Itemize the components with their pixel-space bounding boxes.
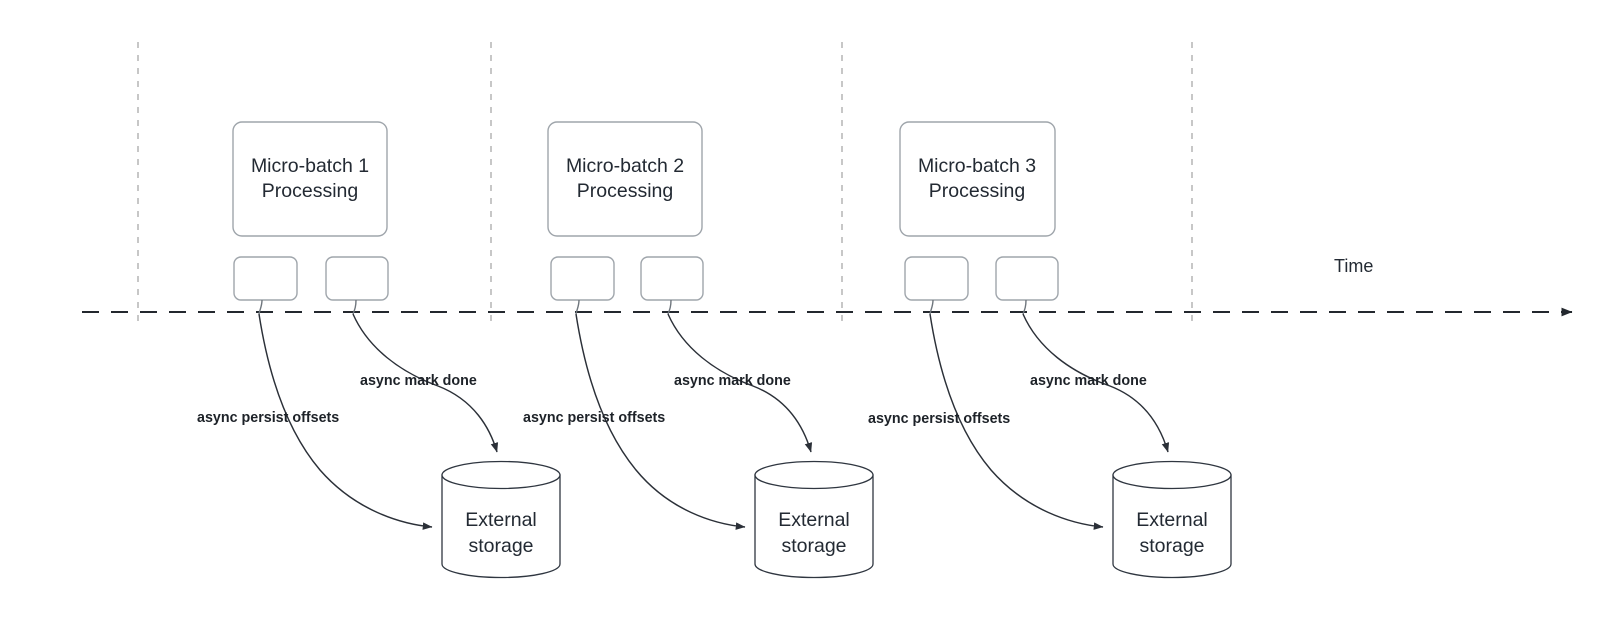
storage-3-label-line1: External [1136,509,1208,531]
storage-2-label-line2: storage [781,535,846,557]
stub-2-persist [575,299,580,315]
micro-batch-group-2: Micro-batch 2 Processing async persist o… [523,121,874,579]
task-box-2-mark[interactable] [640,256,704,301]
arrow-1-mark-done [352,313,499,453]
stub-3-persist [929,299,934,315]
arrow-2-persist-offsets [575,313,746,530]
external-storage-cylinder-3[interactable]: External storage [1112,460,1232,579]
process-box-3-label-line2: Processing [929,180,1025,202]
stub-1-mark [352,299,357,315]
micro-batch-group-3: Micro-batch 3 Processing async persist o… [868,121,1232,579]
edge-label-3-persist-offsets: async persist offsets [868,411,1010,427]
external-storage-cylinder-2[interactable]: External storage [754,460,874,579]
time-axis-label: Time [1334,256,1373,276]
task-box-1-persist[interactable] [233,256,298,301]
edge-label-2-mark-done: async mark done [674,373,791,389]
process-box-1-label-line2: Processing [262,180,358,202]
task-box-1-mark[interactable] [325,256,389,301]
process-box-1[interactable] [232,121,388,237]
storage-3-label-line2: storage [1139,535,1204,557]
edge-label-2-persist-offsets: async persist offsets [523,410,665,426]
process-box-2[interactable] [547,121,703,237]
arrow-2-mark-done [667,313,813,453]
stub-2-mark [667,299,672,315]
edge-label-1-mark-done: async mark done [360,373,477,389]
process-box-1-label-line1: Micro-batch 1 [251,155,369,177]
arrow-1-persist-offsets [258,313,433,530]
external-storage-cylinder-1[interactable]: External storage [441,460,561,579]
micro-batch-group-1: Micro-batch 1 Processing async persist o… [197,121,561,579]
storage-1-label-line2: storage [468,535,533,557]
edge-label-1-persist-offsets: async persist offsets [197,410,339,426]
task-box-3-persist[interactable] [904,256,969,301]
arrow-3-persist-offsets [929,313,1104,530]
process-box-3-label-line1: Micro-batch 3 [918,155,1036,177]
arrow-3-mark-done [1022,313,1170,453]
task-box-3-mark[interactable] [995,256,1059,301]
storage-2-label-line1: External [778,509,850,531]
process-box-3[interactable] [899,121,1056,237]
edge-label-3-mark-done: async mark done [1030,373,1147,389]
process-box-2-label-line2: Processing [577,180,673,202]
stub-1-persist [258,299,263,315]
task-box-2-persist[interactable] [550,256,615,301]
stub-3-mark [1022,299,1027,315]
storage-1-label-line1: External [465,509,537,531]
process-box-2-label-line1: Micro-batch 2 [566,155,684,177]
